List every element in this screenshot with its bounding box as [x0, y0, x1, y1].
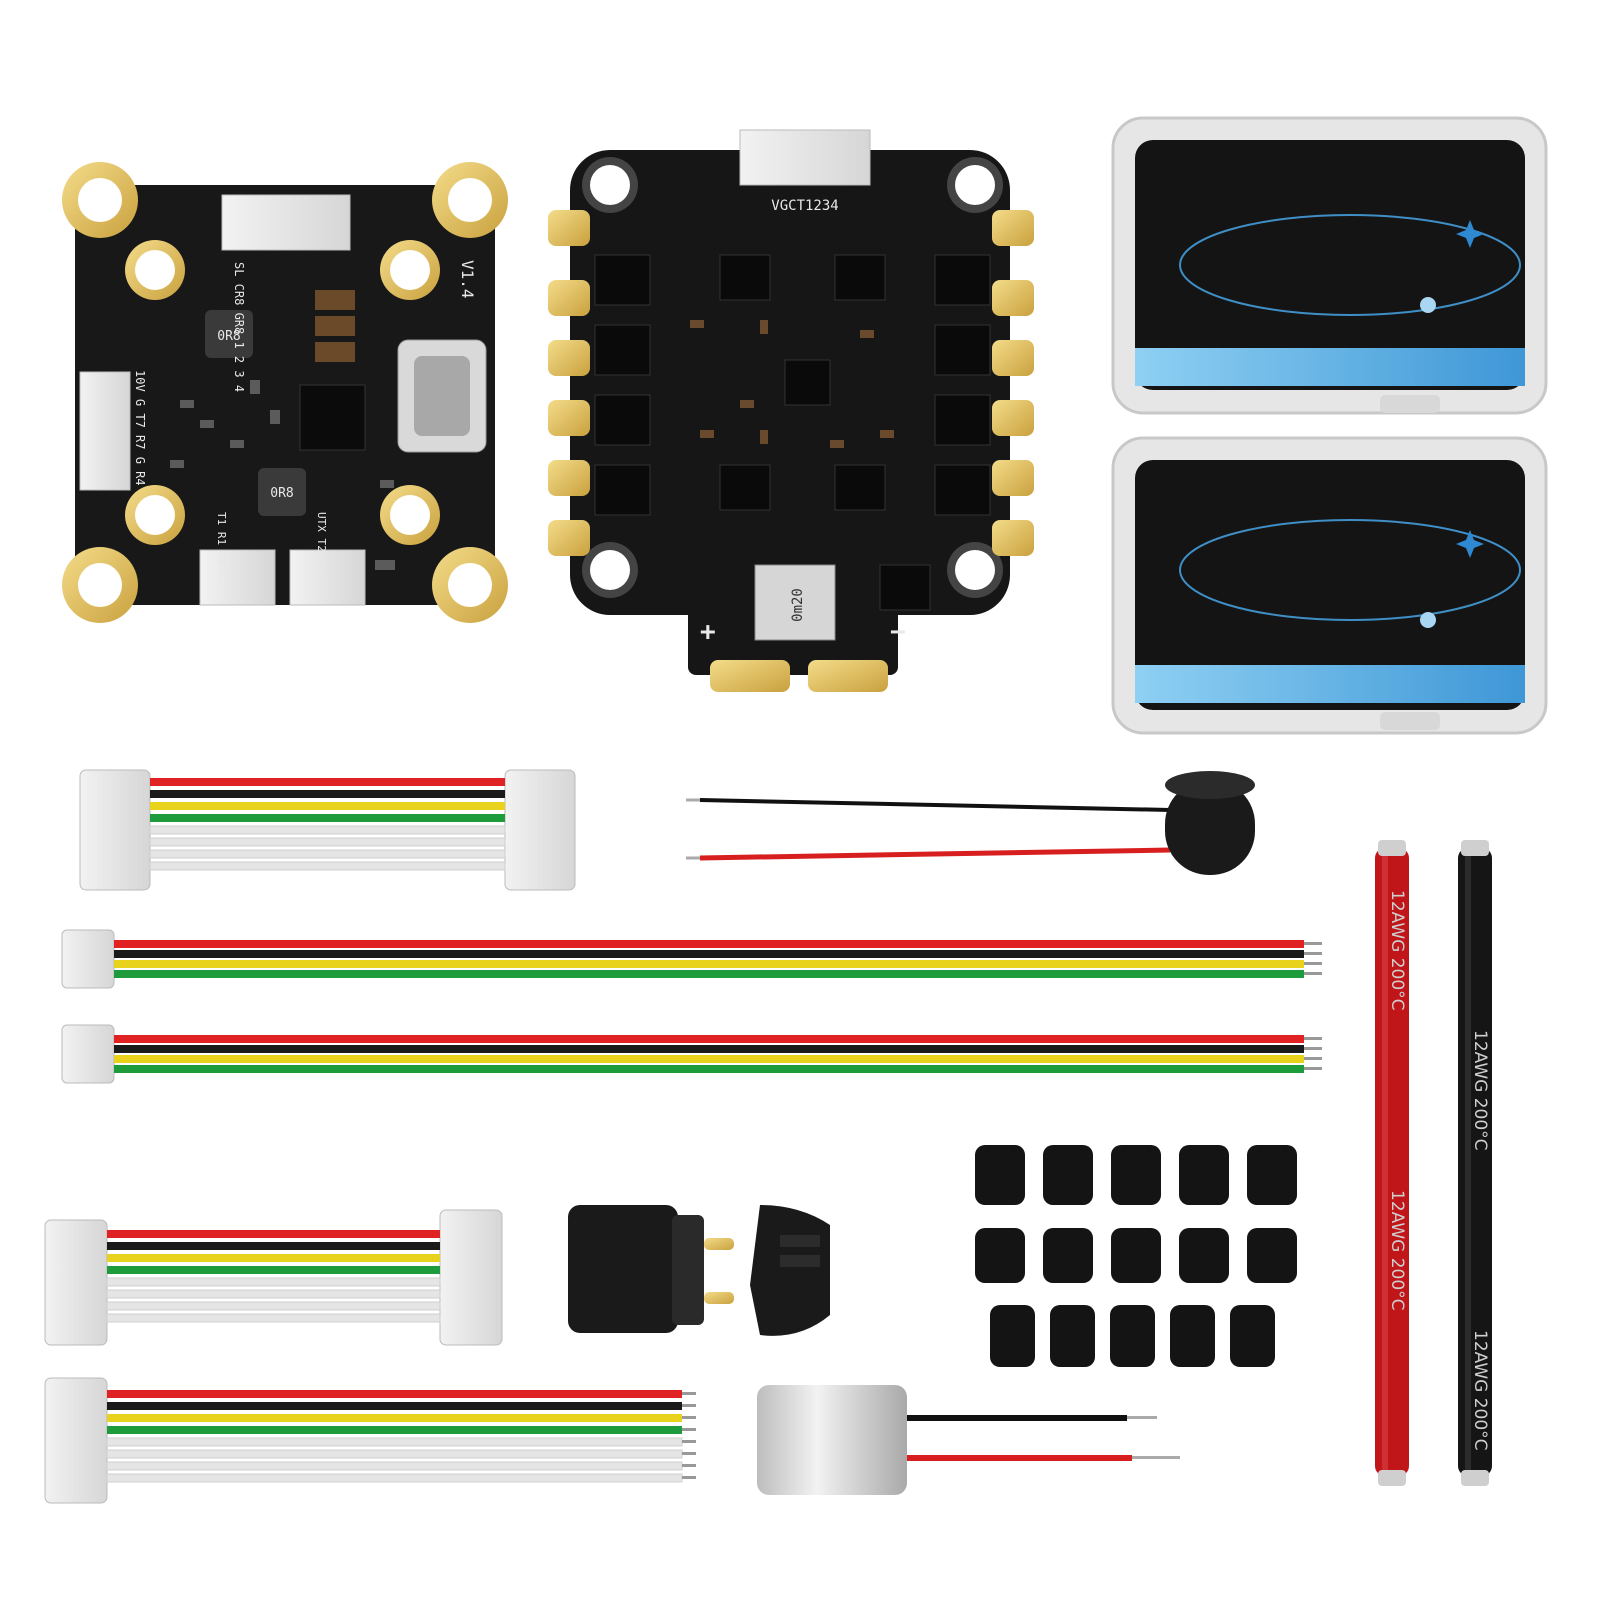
fc-version-label: V1.4 — [458, 260, 477, 299]
esc-mount-holes — [582, 157, 1003, 598]
silicone-wire-red-label: 12AWG 200°C — [1387, 890, 1407, 1011]
fc-bottom-connector-right — [289, 549, 366, 606]
esc-power-pad-positive — [710, 660, 790, 692]
flight-controller-board: 0R8 0R8 V1.4 SL CR8 GR8 1 2 3 4 10V G T7… — [62, 162, 508, 623]
fc-inductor-label: 0R8 — [217, 329, 240, 344]
esc-motor-pads-right — [992, 210, 1034, 556]
esc-current-shunt — [754, 564, 836, 641]
storage-box-bottom — [1111, 436, 1548, 735]
silicone-wire-black: 12AWG 200°C 12AWG 200°C — [1458, 840, 1492, 1486]
silicone-wire-red-label-2: 12AWG 200°C — [1387, 1190, 1407, 1311]
wire-harness-8pin-1 — [79, 769, 576, 891]
silicone-wire-red: 12AWG 200°C 12AWG 200°C — [1375, 840, 1409, 1486]
esc-top-label: VGCT1234 — [771, 198, 838, 214]
fc-top-connector — [221, 194, 351, 251]
silicone-wire-black-label: 12AWG 200°C — [1470, 1030, 1490, 1151]
esc-minus-label: − — [890, 617, 906, 647]
fc-bottom-left-pad-labels: T1 R1 5V G — [215, 512, 228, 578]
fc-inductor — [205, 310, 253, 358]
esc-board: VGCT1234 + − — [548, 129, 1034, 692]
fc-left-pad-labels: 10V G T7 R7 G R4 — [133, 370, 147, 486]
fc-bottom-connector-left — [199, 549, 276, 606]
esc-plus-label: + — [700, 617, 716, 647]
buzzer — [686, 771, 1255, 875]
wire-harness-4pin-2 — [61, 1024, 1322, 1084]
fc-left-connector — [79, 371, 131, 491]
xt60-connector — [568, 1205, 830, 1336]
fc-bottom-right-pad-labels: UTX T2 G + — [315, 512, 328, 579]
fc-top-pad-labels: SL CR8 GR8 1 2 3 4 — [232, 262, 246, 392]
svg-text:0R8: 0R8 — [270, 486, 293, 501]
storage-box-top — [1111, 116, 1548, 415]
electrolytic-capacitor — [757, 1385, 1180, 1495]
esc-motor-pads-left — [548, 210, 590, 556]
wire-harness-8pin-3 — [44, 1377, 696, 1504]
rubber-dampers — [975, 1145, 1297, 1367]
fc-corner-mounts — [62, 162, 508, 623]
wire-harness-4pin-1 — [61, 929, 1322, 989]
silicone-wire-black-label-2: 12AWG 200°C — [1470, 1330, 1490, 1451]
esc-shunt-label: 0m20 — [790, 588, 806, 622]
wire-harness-8pin-2 — [44, 1209, 503, 1346]
esc-power-pad-negative — [808, 660, 888, 692]
esc-top-connector — [739, 129, 871, 186]
